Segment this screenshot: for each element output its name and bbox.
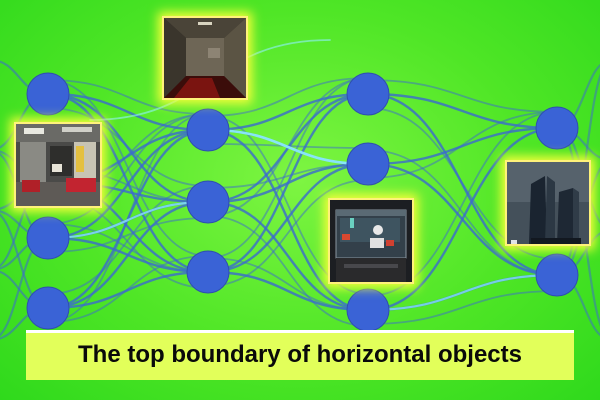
network-edge — [47, 185, 209, 295]
network-edge — [207, 163, 369, 189]
network-edge — [47, 107, 209, 187]
network-edge — [206, 200, 370, 312]
network-node — [346, 72, 390, 116]
network-edge — [367, 111, 558, 179]
network-edge — [47, 113, 209, 323]
network-node — [535, 106, 579, 150]
network-edge — [47, 255, 209, 323]
network-edge — [207, 77, 369, 259]
network-edge — [366, 92, 559, 130]
network-edge — [367, 107, 558, 260]
network-edge — [366, 126, 559, 312]
network-edge — [206, 128, 370, 166]
network-node — [26, 72, 70, 116]
aquarium-photo — [328, 198, 414, 284]
corridor-room-photo — [162, 16, 248, 100]
network-node — [535, 253, 579, 297]
caption-text: The top boundary of horizontal objects — [78, 341, 522, 368]
network-edge — [47, 223, 209, 273]
caption-bar: The top boundary of horizontal objects — [26, 330, 574, 380]
network-node — [186, 250, 230, 294]
network-edge — [47, 217, 209, 253]
network-edge — [367, 290, 558, 325]
network-edge — [367, 79, 558, 113]
network-edge — [367, 111, 558, 297]
network-edge — [47, 113, 209, 225]
skyscraper-photo — [505, 160, 591, 246]
network-edge — [206, 92, 370, 132]
network-edge — [207, 257, 369, 311]
network-edge — [207, 179, 369, 287]
network-node — [26, 216, 70, 260]
network-node — [26, 286, 70, 330]
network-edge — [46, 128, 210, 240]
network-edge — [207, 115, 369, 295]
network-node — [346, 288, 390, 332]
network-edge — [207, 77, 369, 117]
network-edge — [46, 200, 210, 310]
network-edge — [367, 149, 558, 276]
network-edge — [207, 215, 369, 327]
shop-interior-photo — [14, 122, 102, 208]
network-node — [186, 180, 230, 224]
network-edge — [46, 92, 210, 132]
network-edge — [206, 162, 370, 274]
network-edge — [366, 273, 559, 312]
network-node — [346, 142, 390, 186]
network-edge — [206, 92, 370, 274]
network-edge — [47, 79, 209, 115]
network-edge — [46, 200, 210, 240]
network-node — [186, 108, 230, 152]
